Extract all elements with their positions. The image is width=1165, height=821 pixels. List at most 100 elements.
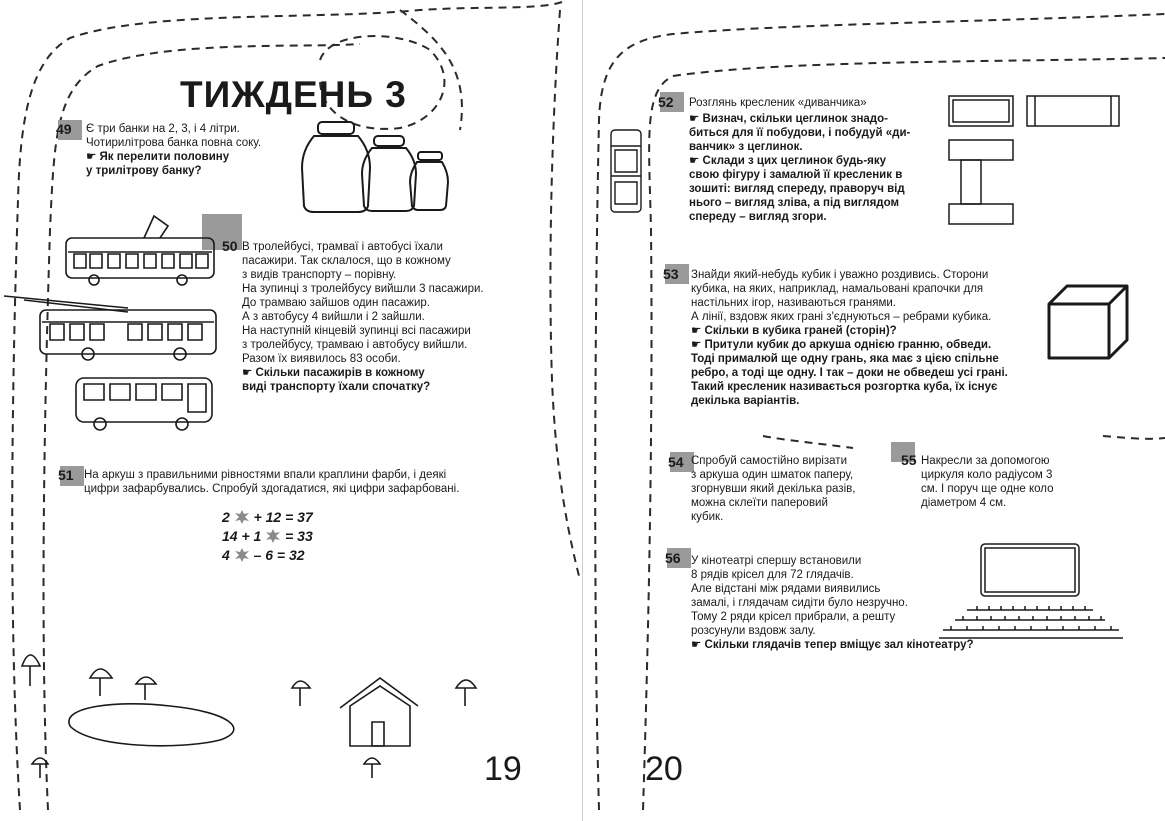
task-text-line: Знайди який-небудь кубик і уважно роздив… xyxy=(691,269,989,281)
equation-part: 2 xyxy=(222,509,230,525)
task-text-line: настільних ігор, називаються гранями. xyxy=(691,297,897,309)
paint-blot-icon xyxy=(234,548,249,562)
trolleybus-front-illustration xyxy=(609,128,643,216)
task-number: 49 xyxy=(56,121,72,137)
task-question-cont: Такий кресленик називається розгортка ку… xyxy=(691,381,998,393)
task-question: Як перелити половину xyxy=(86,150,294,164)
task-number-badge: 50 xyxy=(202,214,242,254)
task-text-line: До трамваю зайшов один пасажир. xyxy=(242,297,430,309)
task-text-line: Чотирилітрова банка повна соку. xyxy=(86,137,262,149)
task-text-line: На наступній кінцевій зупинці всі пасажи… xyxy=(242,325,471,337)
cube-illustration xyxy=(1045,282,1131,362)
task-question-cont: виді транспорту їхали спочатку? xyxy=(242,381,431,393)
task-text-line: кубик. xyxy=(691,511,724,523)
paint-blot-icon xyxy=(266,529,281,543)
task-number-badge: 49 xyxy=(56,120,82,140)
dashed-path-decoration xyxy=(11,1,581,811)
task-56: У кінотеатрі спершу встановили 8 рядів к… xyxy=(691,554,1001,652)
task-number: 50 xyxy=(222,238,238,254)
task-text-line: У кінотеатрі спершу встановили xyxy=(691,555,862,567)
paint-blot-icon xyxy=(234,510,249,524)
task-text-line: А з автобусу 4 вийшли і 2 зайшли. xyxy=(242,311,425,323)
task-text-line: Накресли за допомогою xyxy=(921,455,1050,467)
task-question-group: Склади з цих цеглинок будь-яку свою фігу… xyxy=(689,154,939,224)
bus-illustration xyxy=(74,374,216,432)
cinema-illustration xyxy=(937,540,1125,640)
task-number: 53 xyxy=(663,266,679,282)
page-title: ТИЖДЕНЬ 3 xyxy=(180,74,407,115)
task-text-line: Але відстані між рядами виявились xyxy=(691,583,881,595)
task-question-cont: ванчик» з цеглинок. xyxy=(689,141,803,153)
task-text-line: з аркуша один шматок паперу, xyxy=(691,469,854,481)
task-text-line: циркуля коло радіусом 3 xyxy=(921,469,1053,481)
trolleybus-illustration xyxy=(4,292,218,362)
task-text-line: розсунули вздовж залу. xyxy=(691,625,816,637)
task-number: 56 xyxy=(665,550,681,566)
task-question-cont: декілька варіантів. xyxy=(691,395,800,407)
task-50: В тролейбусі, трамваї і автобусі їхали п… xyxy=(242,240,532,394)
task-text-line: замалі, і глядачам сидіти було незручно. xyxy=(691,597,908,609)
task-question-cont: биться для її побудови, і побудуй «ди- xyxy=(689,127,911,139)
task-text-line: Розглянь кресленик «диванчика» xyxy=(689,97,867,109)
task-number-badge: 51 xyxy=(58,466,84,486)
dashed-path-decoration xyxy=(594,13,1165,811)
task-text-line: Разом їх виявилось 83 особи. xyxy=(242,353,401,365)
task-question-cont: ребро, а тоді ще одну. І так – доки не о… xyxy=(691,367,1008,379)
task-text-line: В тролейбусі, трамваї і автобусі їхали xyxy=(242,241,443,253)
left-page: ТИЖДЕНЬ 3 49 Є три банки на 2, 3, і 4 лі… xyxy=(0,0,583,821)
task-54: Спробуй самостійно вирізати з аркуша оди… xyxy=(691,454,891,524)
task-text-line: А лінії, вздовж яких грані з'єднуються –… xyxy=(691,311,992,323)
task-question: Притули кубик до аркуша однією гранню, о… xyxy=(691,338,1041,352)
task-49: 49 Є три банки на 2, 3, і 4 літри. Чотир… xyxy=(56,120,294,178)
task-question: Скільки глядачів тепер вміщує зал кіноте… xyxy=(691,638,1001,652)
task-question-cont: зошиті: вигляд спереду, праворуч від xyxy=(689,183,905,195)
task-question-cont: Тоді прималюй ще одну грань, яка має з ц… xyxy=(691,353,999,365)
task-number-badge: 56 xyxy=(665,548,691,568)
task-question-group: Визнач, скільки цеглинок знадо- биться д… xyxy=(689,112,939,154)
task-text-line: На зупинці з тролейбусу вийшли 3 пасажир… xyxy=(242,283,484,295)
task-text-line: На аркуш з правильними рівностями впали … xyxy=(84,469,447,481)
task-text-line: згорнувши який декілька разів, xyxy=(691,483,856,495)
task-question-cont: нього – вигляд зліва, а під виглядом xyxy=(689,197,899,209)
task-text-line: можна склеїти паперовий xyxy=(691,497,828,509)
task-text-line: з тролейбусу, трамваю і автобусу вийшли. xyxy=(242,339,468,351)
equation: 4 – 6 = 32 xyxy=(222,546,313,565)
task-question-cont: у трилітрову банку? xyxy=(86,165,202,177)
task-text-line: см. І поруч ще одне коло xyxy=(921,483,1054,495)
page-number: 20 xyxy=(645,750,683,788)
task-number: 51 xyxy=(58,467,74,483)
task-question: Визнач, скільки цеглинок знадо- xyxy=(689,112,939,126)
task-text-line: Спробуй самостійно вирізати xyxy=(691,455,848,467)
task-text-line: Тому 2 ряди крісел прибрали, а решту xyxy=(691,611,896,623)
task-text-line: кубика, на яких, наприклад, намальовані … xyxy=(691,283,984,295)
task-number-badge: 54 xyxy=(668,452,694,472)
equation: 14 + 1 = 33 xyxy=(222,527,313,546)
sofa-drawing-illustration xyxy=(947,92,1127,226)
equation: 2 + 12 = 37 xyxy=(222,508,313,527)
task-question-cont: спереду – вигляд згори. xyxy=(689,211,827,223)
task-52: Розглянь кресленик «диванчика» Визнач, с… xyxy=(689,96,939,224)
equation-part: – 6 = 32 xyxy=(253,547,305,563)
equation-part: 4 xyxy=(222,547,230,563)
task-number: 55 xyxy=(901,452,917,468)
page-number: 19 xyxy=(484,750,522,788)
task-number: 52 xyxy=(658,94,674,110)
equations-block: 2 + 12 = 37 14 + 1 = 33 4 – 6 = 32 xyxy=(222,508,313,565)
task-text-line: 8 рядів крісел для 72 глядачів. xyxy=(691,569,854,581)
task-question-cont: свою фігуру і замалюй її кресленик в xyxy=(689,169,903,181)
task-55: Накресли за допомогою циркуля коло радіу… xyxy=(921,454,1121,510)
task-question: Скільки пасажирів в кожному xyxy=(242,366,532,380)
equation-part: 14 + 1 xyxy=(222,528,262,544)
task-number-badge: 53 xyxy=(663,264,689,284)
task-number-badge: 55 xyxy=(891,442,917,468)
task-text-line: пасажири. Так склалося, що в кожному xyxy=(242,255,451,267)
task-text-line: цифри зафарбувались. Спробуй здогадатися… xyxy=(84,483,460,495)
jars-illustration xyxy=(300,120,460,215)
task-number: 54 xyxy=(668,454,684,470)
task-question: Скільки в кубика граней (сторін)? xyxy=(691,324,1041,338)
tram-illustration xyxy=(64,212,216,287)
right-page: 52 Розглянь кресленик «диванчика» Визнач… xyxy=(583,0,1165,821)
task-question: Склади з цих цеглинок будь-яку xyxy=(689,154,939,168)
task-text-line: діаметром 4 см. xyxy=(921,497,1007,509)
task-text-line: з видів транспорту – порівну. xyxy=(242,269,397,281)
